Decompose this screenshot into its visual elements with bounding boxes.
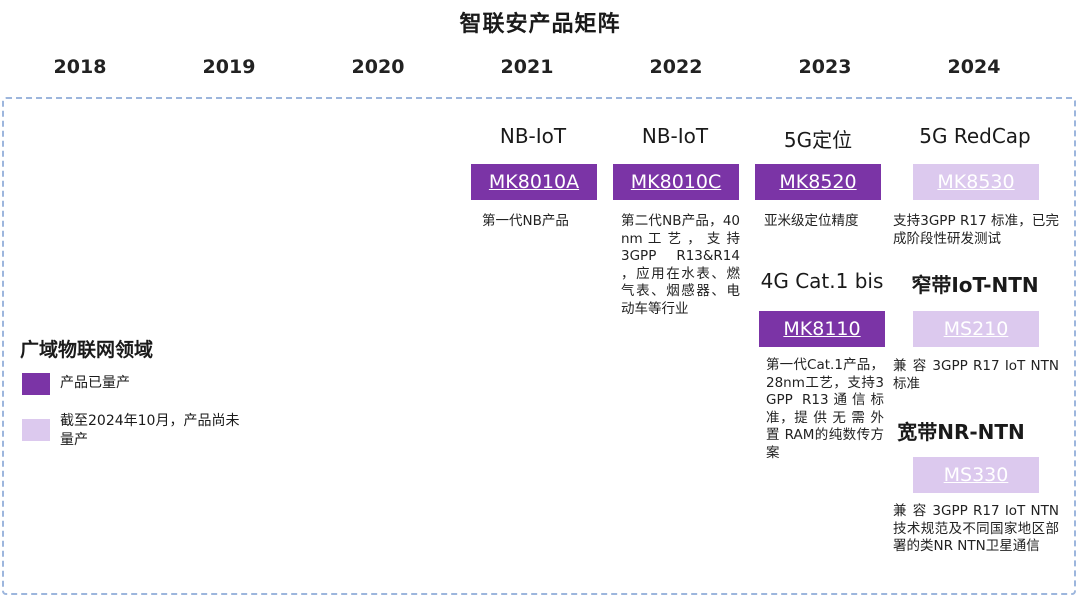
- legend-title: 广域物联网领域: [20, 339, 154, 361]
- category-label: 5G RedCap: [919, 124, 1031, 148]
- product-chip-mk8010c[interactable]: MK8010C: [613, 164, 739, 200]
- year-2023: 2023: [798, 56, 852, 78]
- product-description: 兼 容 3GPP R17 IoT NTN标准: [893, 358, 1059, 392]
- product-description: 支持3GPP R17 标准，已完成阶段性研发测试: [893, 213, 1059, 247]
- product-chip-mk8520[interactable]: MK8520: [755, 164, 881, 200]
- legend-label: 截至2024年10月，产品尚未量产: [60, 413, 240, 448]
- category-label: NB-IoT: [641, 124, 709, 148]
- page-title: 智联安产品矩阵: [459, 12, 621, 37]
- product-description: 亚米级定位精度: [764, 213, 859, 229]
- category-label: NB-IoT: [499, 124, 567, 148]
- year-2021: 2021: [500, 56, 554, 78]
- product-description: 第一代Cat.1产品，28nm工艺，支持3GPP R13通信标准，提 供 无 需…: [766, 357, 884, 461]
- legend-swatch-mass-production: [22, 373, 50, 395]
- product-chip-ms210[interactable]: MS210: [913, 311, 1039, 347]
- product-chip-mk8110[interactable]: MK8110: [759, 311, 885, 347]
- product-description: 第二代NB产品，40nm 工 艺 ， 支 持 3GPP R13&R14 ，应用在…: [621, 213, 740, 317]
- category-label: 4G Cat.1 bis: [760, 269, 884, 293]
- category-label: 窄带IoT-NTN: [911, 273, 1039, 297]
- product-description: 兼 容 3GPP R17 IoT NTN技术规范及不同国家地区部署的类NR NT…: [893, 503, 1059, 554]
- product-chip-ms330[interactable]: MS330: [913, 457, 1039, 493]
- product-description: 第一代NB产品: [482, 213, 569, 229]
- category-label: 宽带NR-NTN: [897, 420, 1025, 444]
- year-2019: 2019: [202, 56, 256, 78]
- legend-swatch-not-yet: [22, 419, 50, 441]
- year-2024: 2024: [947, 56, 1001, 78]
- category-label: 5G定位: [783, 128, 853, 152]
- year-2020: 2020: [351, 56, 405, 78]
- product-chip-mk8010a[interactable]: MK8010A: [471, 164, 597, 200]
- year-2022: 2022: [649, 56, 703, 78]
- year-2018: 2018: [53, 56, 107, 78]
- product-chip-mk8530[interactable]: MK8530: [913, 164, 1039, 200]
- legend-label: 产品已量产: [60, 375, 130, 391]
- product-matrix-frame: [2, 97, 1076, 595]
